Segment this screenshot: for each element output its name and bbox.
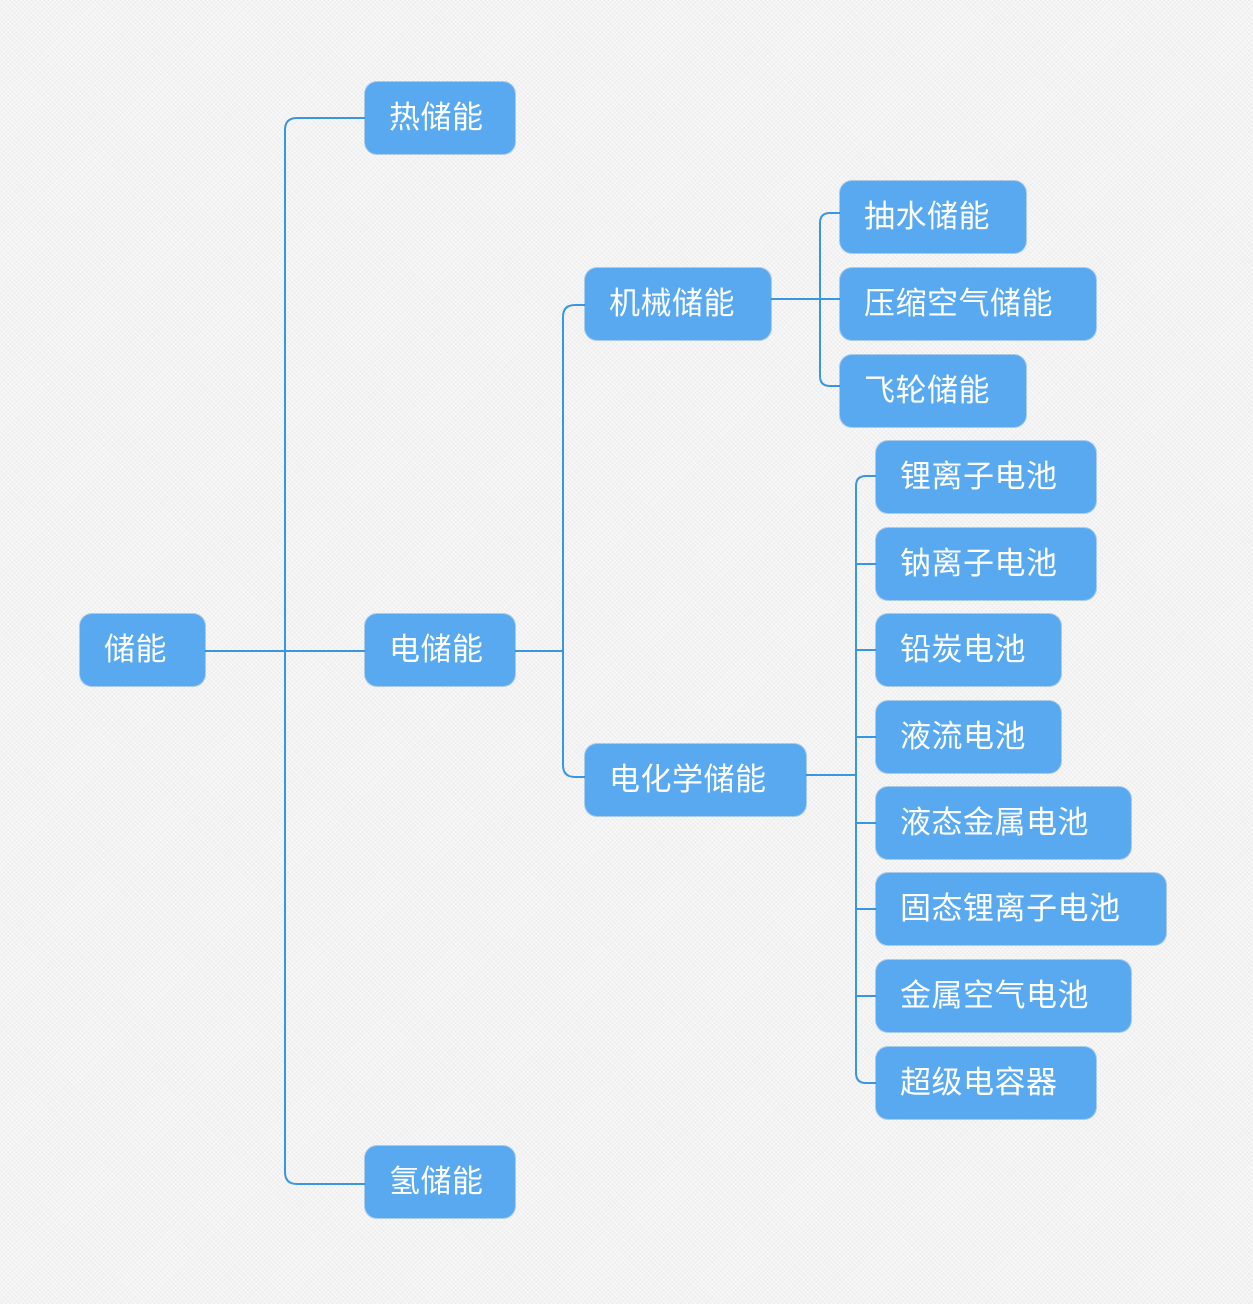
- node-electrochemical-storage-label: 电化学储能: [609, 762, 767, 798]
- node-flywheel-label: 飞轮储能: [864, 373, 990, 409]
- node-flywheel[interactable]: 飞轮储能: [840, 355, 1026, 427]
- node-flow-battery[interactable]: 液流电池: [876, 701, 1061, 773]
- node-flow-battery-label: 液流电池: [900, 719, 1026, 755]
- node-supercapacitor[interactable]: 超级电容器: [876, 1047, 1096, 1119]
- node-thermal-storage-label: 热储能: [389, 100, 484, 136]
- node-solid-state-lithium[interactable]: 固态锂离子电池: [876, 873, 1166, 945]
- node-compressed-air-label: 压缩空气储能: [864, 286, 1053, 322]
- node-root[interactable]: 储能: [80, 614, 205, 686]
- node-sodium-ion[interactable]: 钠离子电池: [876, 528, 1096, 600]
- node-electrochemical-storage[interactable]: 电化学储能: [585, 744, 806, 816]
- node-liquid-metal[interactable]: 液态金属电池: [876, 787, 1131, 859]
- node-root-label: 储能: [104, 632, 167, 668]
- node-lead-carbon[interactable]: 铅炭电池: [876, 614, 1061, 686]
- node-lithium-ion-label: 锂离子电池: [900, 459, 1058, 495]
- node-pumped-hydro[interactable]: 抽水储能: [840, 181, 1026, 253]
- node-solid-state-lithium-label: 固态锂离子电池: [900, 891, 1121, 927]
- connector-trunk-level2: [562, 304, 586, 778]
- node-electric-storage-label: 电储能: [389, 632, 484, 668]
- node-lead-carbon-label: 铅炭电池: [900, 632, 1026, 668]
- node-compressed-air[interactable]: 压缩空气储能: [840, 268, 1096, 340]
- node-liquid-metal-label: 液态金属电池: [900, 805, 1089, 841]
- node-sodium-ion-label: 钠离子电池: [900, 546, 1058, 582]
- node-metal-air[interactable]: 金属空气电池: [876, 960, 1131, 1032]
- node-hydrogen-storage-label: 氢储能: [389, 1164, 484, 1200]
- node-mechanical-storage-label: 机械储能: [609, 286, 735, 322]
- node-pumped-hydro-label: 抽水储能: [864, 199, 990, 235]
- node-mechanical-storage[interactable]: 机械储能: [585, 268, 771, 340]
- connector-trunk-electrochemical: [855, 475, 877, 1084]
- node-metal-air-label: 金属空气电池: [900, 978, 1089, 1014]
- node-lithium-ion[interactable]: 锂离子电池: [876, 441, 1096, 513]
- node-electric-storage[interactable]: 电储能: [365, 614, 515, 686]
- node-thermal-storage[interactable]: 热储能: [365, 82, 515, 154]
- node-hydrogen-storage[interactable]: 氢储能: [365, 1146, 515, 1218]
- node-supercapacitor-label: 超级电容器: [900, 1065, 1058, 1101]
